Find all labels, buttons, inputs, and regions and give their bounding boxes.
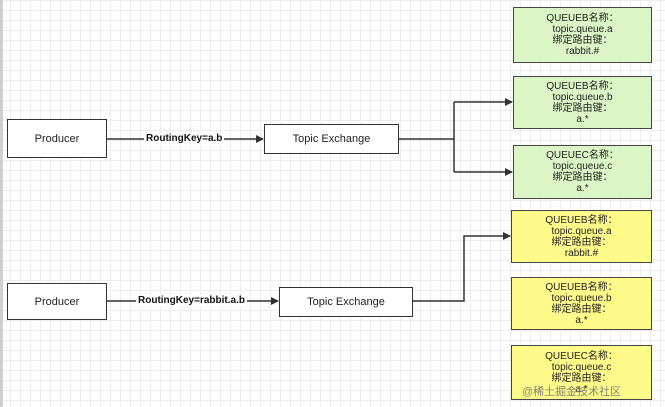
binding-key: a.*	[575, 314, 588, 326]
queue-name: QUEUEC名称：	[546, 150, 619, 161]
binding-label: 绑定路由键：	[552, 172, 613, 183]
producer-label-1: Producer	[34, 132, 80, 145]
topic-exchange-label-1: Topic Exchange	[292, 133, 371, 145]
queue-id: topic.queue.a	[551, 225, 612, 237]
queue-box-3: QUEUEC名称： topic.queue.c 绑定路由键： a.*	[513, 145, 652, 199]
producer-box-2: Producer	[7, 283, 107, 320]
topic-exchange-box-2: Topic Exchange	[279, 287, 413, 317]
queue-name: QUEUEB名称：	[546, 80, 619, 92]
queue-id: topic.queue.b	[552, 91, 613, 103]
binding-label: 绑定路由键：	[552, 102, 613, 114]
queue-name: QUEUEB名称：	[546, 13, 619, 24]
routing-key-label-2: RoutingKey=rabbit.a.b	[136, 295, 247, 307]
watermark-text: @稀土掘金技术社区	[522, 386, 622, 398]
binding-key: a.*	[576, 183, 589, 194]
queue-box-2: QUEUEB名称： topic.queue.b 绑定路由键： a.*	[513, 76, 652, 129]
queue-id: topic.queue.a	[552, 24, 613, 35]
binding-key: a.*	[575, 383, 588, 395]
queue-box-4: QUEUEB名称： topic.queue.a 绑定路由键： rabbit.#	[511, 210, 652, 263]
queue-id: topic.queue.c	[551, 361, 612, 373]
binding-key: rabbit.#	[564, 247, 599, 259]
binding-key: rabbit.#	[565, 46, 600, 57]
arrow-exchange-2-to-queue-a	[413, 232, 511, 302]
binding-label: 绑定路由键：	[551, 372, 612, 384]
binding-label: 绑定路由键：	[551, 236, 612, 248]
queue-id: topic.queue.b	[551, 292, 612, 304]
queue-box-1: QUEUEB名称： topic.queue.a 绑定路由键： rabbit.#	[513, 7, 652, 63]
queue-box-5: QUEUEB名称： topic.queue.b 绑定路由键： a.*	[511, 277, 652, 330]
queue-box-6: QUEUEC名称： topic.queue.c 绑定路由键： a.*	[511, 345, 652, 400]
binding-label: 绑定路由键：	[551, 303, 612, 315]
producer-box-1: Producer	[7, 119, 107, 158]
routing-key-label-1: RoutingKey=a.b	[144, 133, 225, 145]
topic-exchange-label-2: Topic Exchange	[307, 296, 385, 308]
queue-name: QUEUEC名称：	[545, 350, 618, 362]
producer-label-2: Producer	[34, 295, 80, 308]
queue-name: QUEUEB名称：	[545, 281, 618, 293]
binding-label: 绑定路由键：	[552, 35, 613, 46]
topic-exchange-box-1: Topic Exchange	[264, 124, 399, 154]
queue-id: topic.queue.c	[552, 161, 613, 172]
queue-name: QUEUEB名称：	[545, 214, 618, 226]
left-edge-strip	[0, 0, 3, 407]
binding-key: a.*	[576, 113, 589, 125]
